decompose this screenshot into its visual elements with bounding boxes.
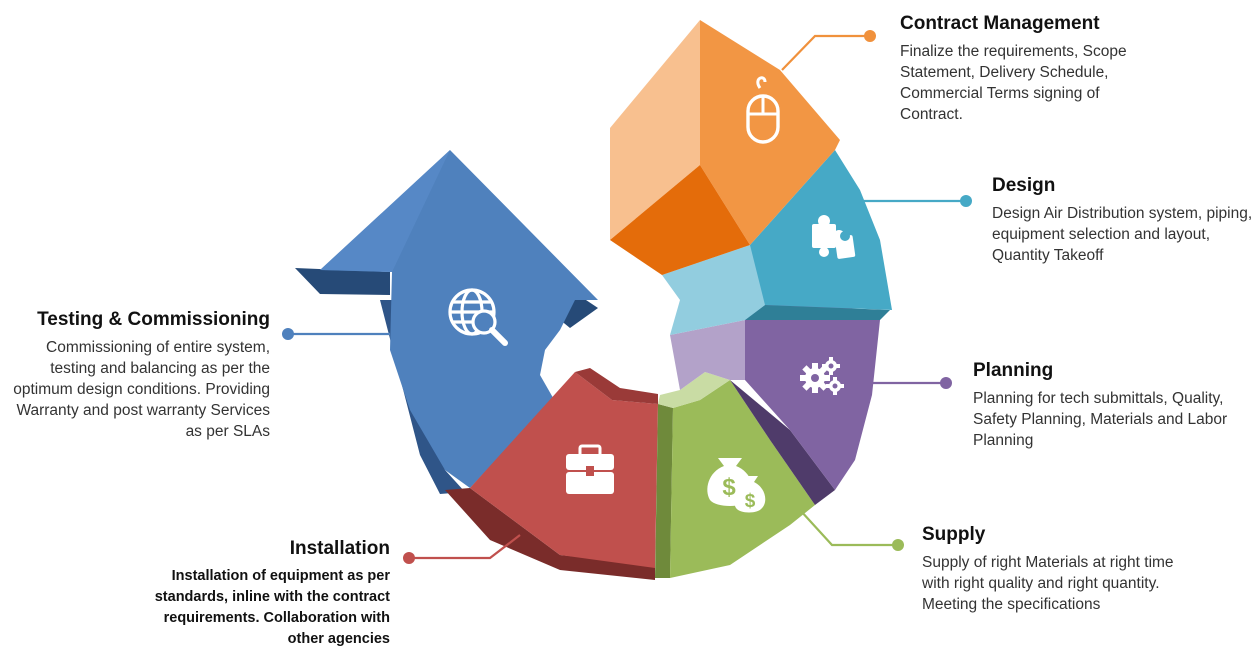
stage-contract: Contract Management Finalize the require… (900, 13, 1200, 125)
stage-desc-contract: Finalize the requirements, Scope Stateme… (900, 43, 1127, 123)
connector-supply (799, 509, 904, 551)
gears-icon (800, 357, 844, 395)
toolbox-icon (566, 444, 614, 494)
stage-title-planning: Planning (973, 360, 1054, 381)
connector-contract (781, 30, 876, 71)
connector-design (860, 195, 972, 207)
stage-title-supply: Supply (922, 524, 986, 545)
stage-desc-planning: Planning for tech submittals, Quality, S… (973, 390, 1228, 449)
connector-testing (282, 328, 390, 340)
puzzle-icon (812, 215, 856, 259)
stage-desc-supply: Supply of right Materials at right time … (922, 554, 1174, 613)
stage-title-testing: Testing & Commissioning (37, 309, 270, 330)
connector-installation (403, 534, 521, 564)
svg-text:$: $ (745, 491, 756, 512)
stage-title-installation: Installation (289, 538, 390, 559)
connector-planning (870, 377, 952, 389)
segment-testing (295, 150, 598, 494)
globe-search-icon (448, 288, 508, 346)
stage-title-design: Design (992, 175, 1056, 196)
segment-planning (670, 305, 880, 505)
stage-planning: Planning Planning for tech submittals, Q… (973, 360, 1257, 451)
stage-title-contract: Contract Management (900, 13, 1100, 34)
stage-testing: Testing & Commissioning Commissioning of… (0, 309, 270, 442)
svg-text:$: $ (722, 474, 736, 501)
stage-desc-installation: Installation of equipment as per standar… (154, 568, 390, 647)
stage-desc-testing: Commissioning of entire system, testing … (13, 339, 270, 440)
segment-installation (445, 368, 658, 580)
stage-design: Design Design Air Distribution system, p… (992, 175, 1254, 266)
stage-installation: Installation Installation of equipment a… (100, 538, 390, 650)
stage-desc-design: Design Air Distribution system, piping, … (992, 205, 1253, 264)
mouse-icon (746, 76, 780, 144)
segment-contract (610, 20, 840, 275)
stage-supply: Supply Supply of right Materials at righ… (922, 524, 1184, 615)
money-bags-icon: $ $ (707, 458, 766, 513)
